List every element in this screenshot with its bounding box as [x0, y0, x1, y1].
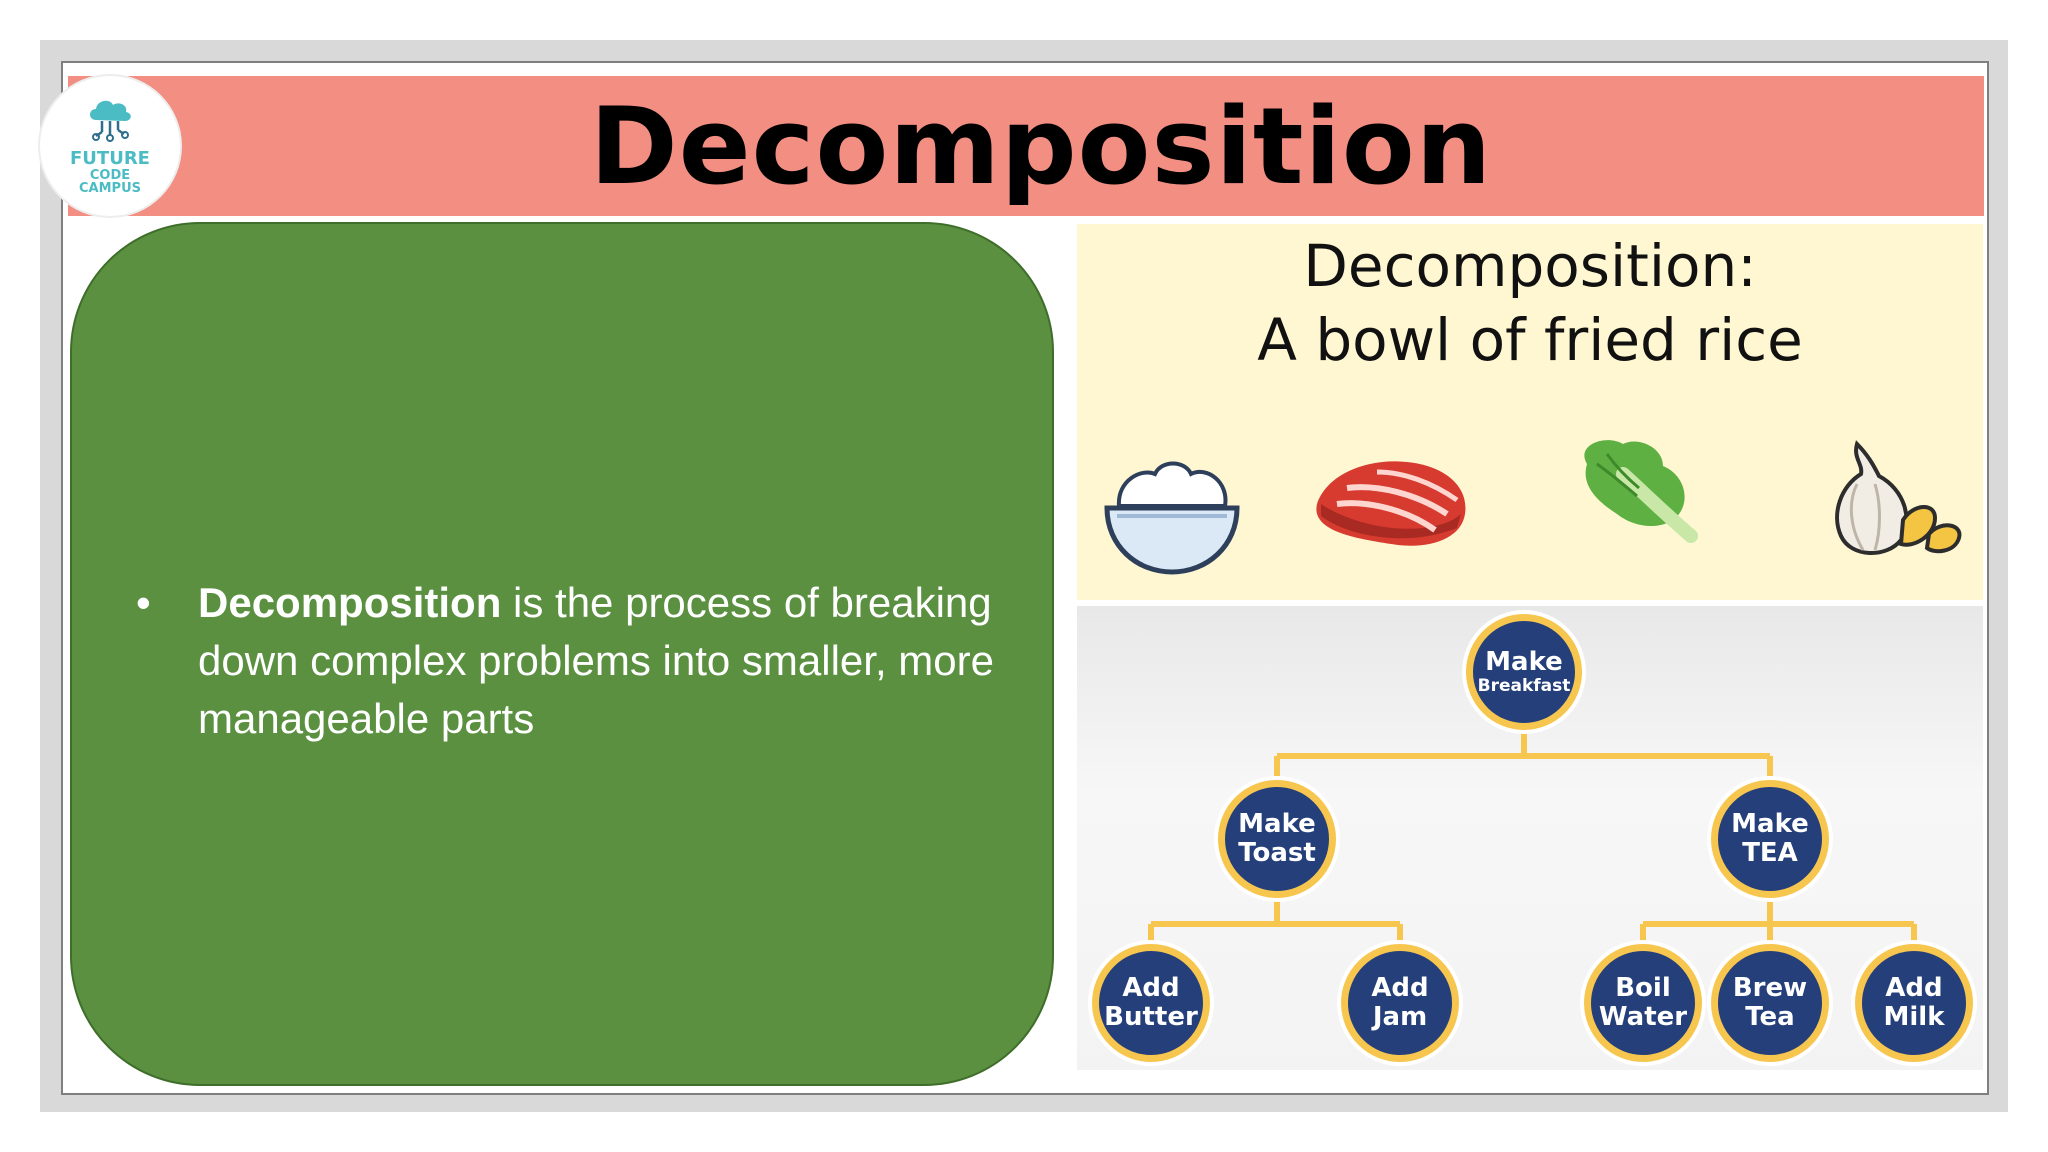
node-brew-tea: Brew Tea [1711, 944, 1829, 1062]
rice-bowl-icon [1104, 461, 1240, 575]
node-label-line-1: Add [1885, 973, 1943, 1004]
definition-term: Decomposition [198, 579, 502, 626]
definition-bullet: • Decomposition is the process of breaki… [134, 574, 994, 748]
title-bar: Decomposition [68, 76, 1984, 216]
node-label-line-1: Boil [1615, 973, 1671, 1004]
definition-rest: is the process of breaking down complex … [198, 579, 994, 742]
fried-rice-image: Decomposition: A bowl of fried rice [1077, 224, 1983, 600]
logo-line-3: CAMPUS [79, 181, 141, 196]
node-label-line-1: Brew [1732, 973, 1808, 1004]
node-label-line-2: TEA [1742, 838, 1798, 868]
node-add-jam: Add Jam [1341, 944, 1459, 1062]
node-label-line-2: Milk [1883, 1002, 1945, 1032]
logo-line-2: CODE [89, 168, 131, 183]
slide-title: Decomposition [589, 84, 1493, 208]
definition-panel: • Decomposition is the process of breaki… [70, 222, 1054, 1086]
node-label-line-2: Jam [1372, 1002, 1428, 1032]
bullet-dot: • [136, 579, 151, 626]
node-label-line-2: Butter [1104, 1002, 1198, 1032]
rice-title-line-2: A bowl of fried rice [1257, 306, 1803, 374]
definition-text: Decomposition is the process of breaking… [198, 574, 994, 748]
node-make-breakfast: Make Breakfast [1466, 614, 1582, 730]
rice-title-line-1: Decomposition: [1303, 232, 1757, 300]
garlic-icon [1835, 440, 1962, 555]
cloud-circuit-icon [90, 100, 131, 142]
tree-connectors [1148, 714, 1917, 946]
node-make-tea: Make TEA [1711, 780, 1829, 898]
meat-slice-icon [1316, 461, 1466, 546]
node-label-line-2: Breakfast [1477, 675, 1571, 696]
node-label-line-2: Tea [1745, 1002, 1795, 1032]
node-label-line-1: Make [1731, 809, 1809, 840]
node-add-milk: Add Milk [1855, 944, 1973, 1062]
node-label-line-1: Add [1122, 973, 1180, 1004]
logo-line-1: FUTURE [70, 148, 150, 169]
node-add-butter: Add Butter [1092, 944, 1210, 1062]
node-label-line-1: Add [1371, 973, 1429, 1004]
node-boil-water: Boil Water [1584, 944, 1702, 1062]
node-label-line-1: Make [1485, 647, 1563, 678]
node-label-line-1: Make [1238, 809, 1316, 840]
node-label-line-2: Toast [1238, 838, 1316, 868]
node-label-line-2: Water [1598, 1002, 1688, 1032]
breakfast-tree-diagram: Make Breakfast Make Toast Make TEA Add B… [1077, 606, 1983, 1070]
node-make-toast: Make Toast [1218, 780, 1336, 898]
lettuce-icon [1584, 440, 1698, 543]
logo: FUTURE CODE CAMPUS [40, 76, 180, 216]
